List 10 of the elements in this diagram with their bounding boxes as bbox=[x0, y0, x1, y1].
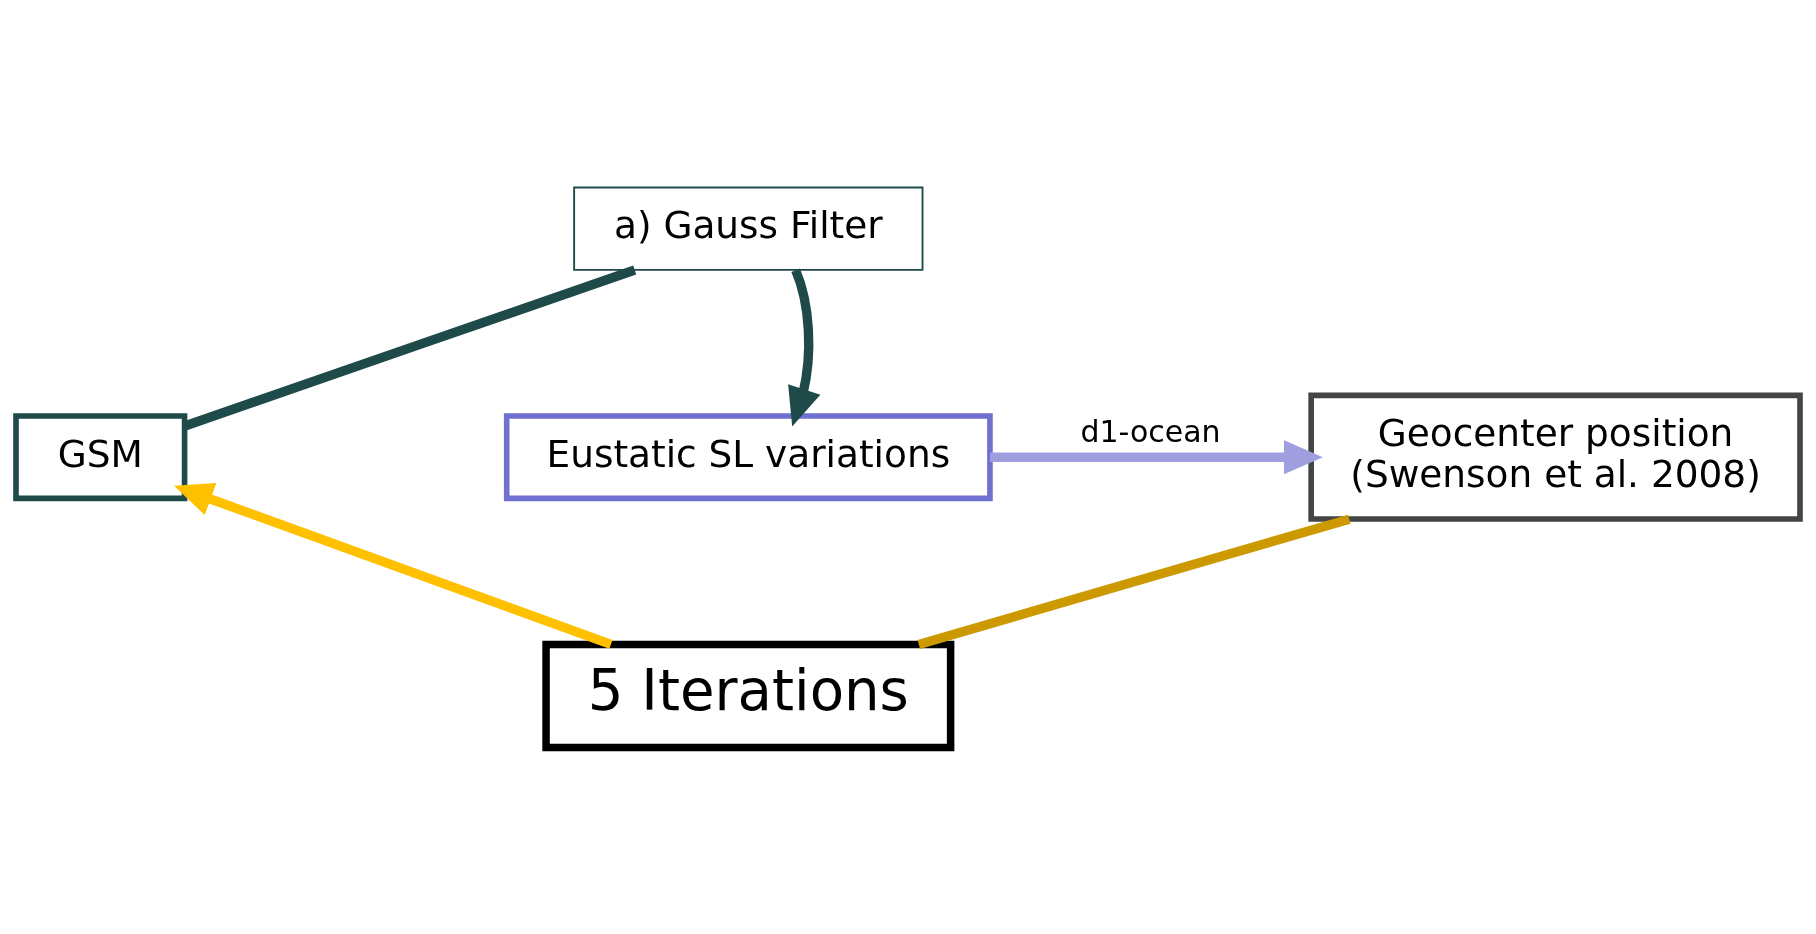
node-box: Geocenter position (Swenson et al. 2008) bbox=[1308, 392, 1803, 522]
connector bbox=[917, 514, 1351, 649]
node-box: 5 Iterations bbox=[542, 640, 955, 751]
node-box: a) Gauss Filter bbox=[573, 186, 924, 271]
node-box: Eustatic SL variations bbox=[503, 412, 993, 501]
node-box: GSM bbox=[13, 412, 188, 501]
arrow bbox=[174, 482, 613, 649]
arrow bbox=[788, 268, 821, 426]
edge-label: d1-ocean bbox=[1080, 413, 1221, 449]
arrow bbox=[990, 439, 1323, 474]
